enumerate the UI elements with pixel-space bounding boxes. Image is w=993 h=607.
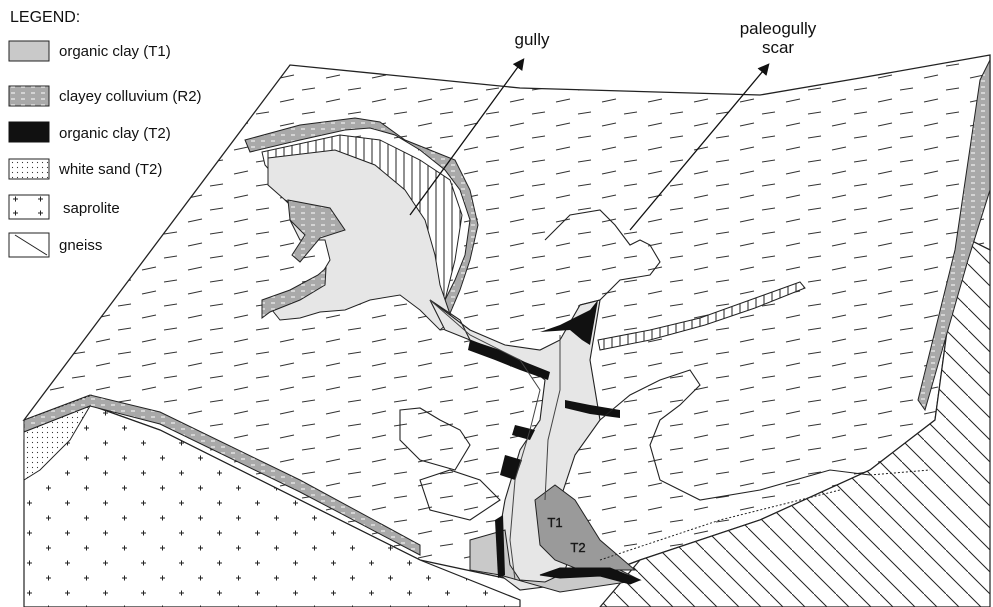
legend: LEGEND: organic clay (T1) clayey colluvi…: [9, 9, 202, 257]
t1-label: T1: [547, 515, 562, 530]
legend-label-gneiss: gneiss: [59, 237, 102, 254]
legend-title: LEGEND:: [10, 9, 80, 26]
white-sand-t2-swatch: [9, 159, 49, 179]
t2-label: T2: [570, 540, 585, 555]
organic-clay-t1-swatch: [9, 41, 49, 61]
legend-label-organic-clay-t1: organic clay (T1): [59, 43, 171, 60]
clayey-colluvium-r2-swatch: [9, 86, 49, 106]
organic-clay-t2-swatch: [9, 122, 49, 142]
saprolite-swatch: [9, 195, 49, 219]
legend-label-organic-clay-t2: organic clay (T2): [59, 125, 171, 142]
gneiss-swatch: [9, 233, 49, 257]
legend-label-white-sand-t2: white sand (T2): [58, 161, 162, 178]
paleogully-label-line2: scar: [762, 38, 794, 57]
legend-label-saprolite: saprolite: [63, 200, 120, 217]
legend-label-clayey-colluvium-r2: clayey colluvium (R2): [59, 88, 202, 105]
paleogully-label-line1: paleogully: [740, 19, 817, 38]
gully-label: gully: [515, 30, 550, 49]
